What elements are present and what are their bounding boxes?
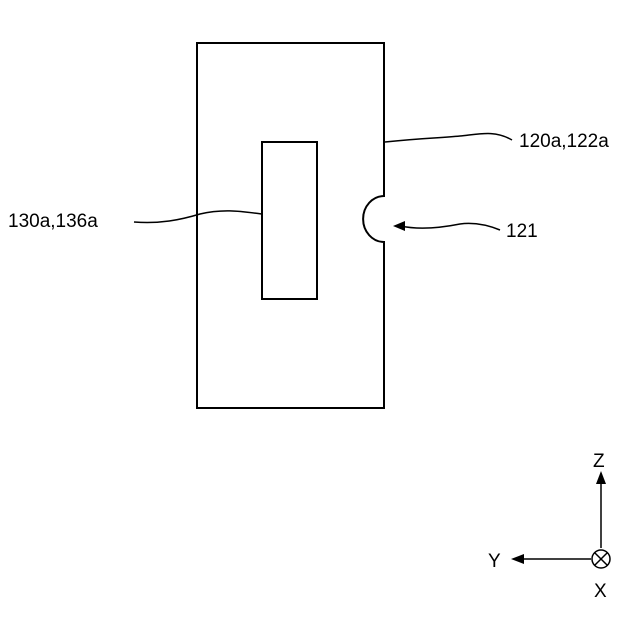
notch-leader-line bbox=[400, 223, 500, 230]
z-axis-arrowhead bbox=[596, 471, 606, 484]
notch-label: 121 bbox=[506, 221, 538, 242]
axis-indicator: Z Y X bbox=[488, 451, 610, 602]
y-axis-arrowhead bbox=[511, 554, 524, 564]
inner-window bbox=[262, 142, 317, 299]
x-axis-label: X bbox=[594, 581, 607, 602]
window-label: 130a,136a bbox=[8, 211, 98, 232]
notch-arrowhead bbox=[393, 221, 405, 231]
z-axis-label: Z bbox=[593, 451, 605, 472]
plate-label: 120a,122a bbox=[519, 131, 609, 152]
plate-leader-line bbox=[385, 134, 512, 143]
plate-outline bbox=[197, 43, 384, 408]
y-axis-label: Y bbox=[488, 551, 501, 572]
